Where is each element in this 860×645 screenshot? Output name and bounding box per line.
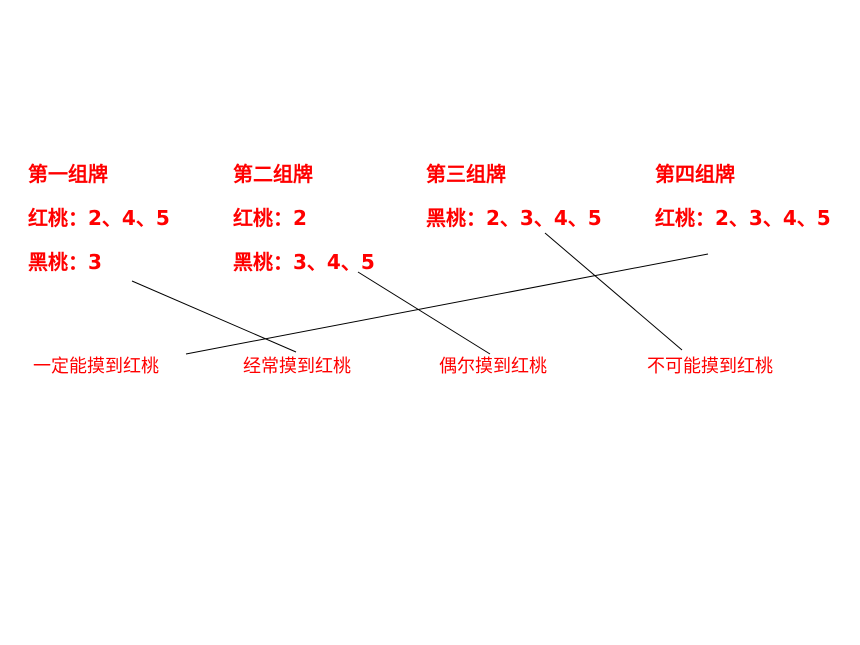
group-1-spades: 黑桃：3	[28, 250, 102, 274]
group-4: 第四组牌 红桃：2、3、4、5	[655, 152, 831, 240]
group-4-hearts: 红桃：2、3、4、5	[655, 206, 831, 230]
group-1-title: 第一组牌	[28, 162, 108, 186]
outcome-often: 经常摸到红桃	[243, 356, 351, 377]
group-1-hearts: 红桃：2、4、5	[28, 206, 170, 230]
connector-group-2-to-occasionally	[357, 271, 491, 355]
group-1: 第一组牌 红桃：2、4、5 黑桃：3	[28, 152, 170, 284]
outcome-certain: 一定能摸到红桃	[33, 356, 159, 377]
connector-group-3-to-impossible	[544, 232, 683, 351]
connector-group-1-to-often	[131, 280, 297, 353]
group-4-title: 第四组牌	[655, 162, 735, 186]
outcome-impossible: 不可能摸到红桃	[647, 356, 773, 377]
group-3-spades: 黑桃：2、3、4、5	[426, 206, 602, 230]
outcome-occasionally: 偶尔摸到红桃	[439, 356, 547, 377]
group-3: 第三组牌 黑桃：2、3、4、5	[426, 152, 602, 240]
group-3-title: 第三组牌	[426, 162, 506, 186]
group-2: 第二组牌 红桃：2 黑桃：3、4、5	[233, 152, 375, 284]
group-2-spades: 黑桃：3、4、5	[233, 250, 375, 274]
group-2-title: 第二组牌	[233, 162, 313, 186]
group-2-hearts: 红桃：2	[233, 206, 307, 230]
